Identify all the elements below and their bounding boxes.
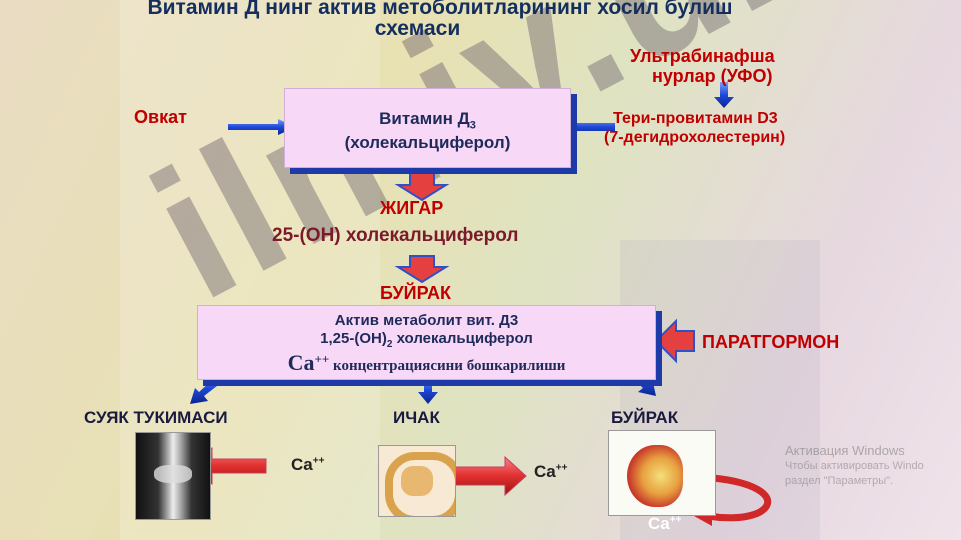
food-label: Овкат (134, 107, 187, 127)
uv-arrow (714, 82, 734, 108)
skin-label-line-1: Тери-провитамин D3 (613, 110, 778, 127)
uv-label-line-1: Ультрабинафша (630, 46, 775, 66)
vitamin-d3-line-1: Витамин Д (379, 109, 470, 128)
activation-watermark-line-1: Чтобы активировать Windo (785, 460, 924, 472)
vitamin-d3-subscript: 3 (469, 119, 476, 132)
bone-ca-label: Ca++ (291, 455, 325, 474)
intestine-ca-label: Ca++ (534, 462, 568, 481)
kidney-ca-arrow (707, 474, 772, 522)
kidney-ca-label: Ca++ (648, 514, 682, 533)
bone-label: СУЯК ТУКИМАСИ (84, 408, 228, 427)
active-line-2-post: холекальциферол (392, 330, 533, 347)
liver-product-label: 25-(OH) холекальциферол (272, 225, 519, 246)
active-metabolite-box: Актив метаболит вит. Д3 1,25-(OH)2 холек… (197, 305, 656, 380)
activation-watermark-line-2: раздел "Параметры". (785, 475, 894, 487)
vitamin-d3-line-2: (холекальциферол) (344, 133, 511, 153)
active-line-2-pre: 1,25-(OH) (320, 330, 387, 347)
intestine-ca-arrow (454, 455, 527, 497)
parathormone-label: ПАРАТГОРМОН (702, 332, 840, 352)
active-line-2-sub: 2 (386, 339, 393, 350)
food-arrow (228, 119, 296, 135)
liver-label: ЖИГАР (380, 198, 444, 218)
intestine-image (378, 445, 456, 517)
active-line-3: концентрациясини бошкарилиши (329, 358, 566, 374)
skin-label-line-2: (7-дегидрохолестерин) (604, 129, 786, 146)
title-line-1: Витамин Д нинг актив метоболитларининг х… (147, 0, 733, 19)
vitamin-d3-box: Витамин Д3 (холекальциферол) (284, 88, 571, 168)
parathormone-arrow (654, 318, 695, 364)
to-bone-arrow (190, 373, 226, 404)
kidney-organ-label: БУЙРАК (611, 408, 679, 427)
kidney-down-arrow (394, 255, 450, 284)
title-line-2: схемаси (374, 17, 461, 40)
to-intestine-arrow (418, 376, 438, 404)
activation-watermark-title: Активация Windows (785, 443, 905, 458)
active-ca-symbol: Ca (287, 350, 315, 375)
intestine-label: ИЧАК (393, 408, 440, 427)
bone-xray-image (135, 432, 211, 520)
kidney-image (608, 430, 716, 516)
active-ca-sup: ++ (314, 351, 330, 367)
skin-arrow (557, 118, 615, 136)
uv-label-line-2: нурлар (УФО) (652, 66, 773, 86)
kidney-label: БУЙРАК (380, 283, 452, 303)
liver-down-arrow (394, 172, 450, 202)
active-line-1: Актив метаболит вит. Д3 (334, 312, 519, 329)
